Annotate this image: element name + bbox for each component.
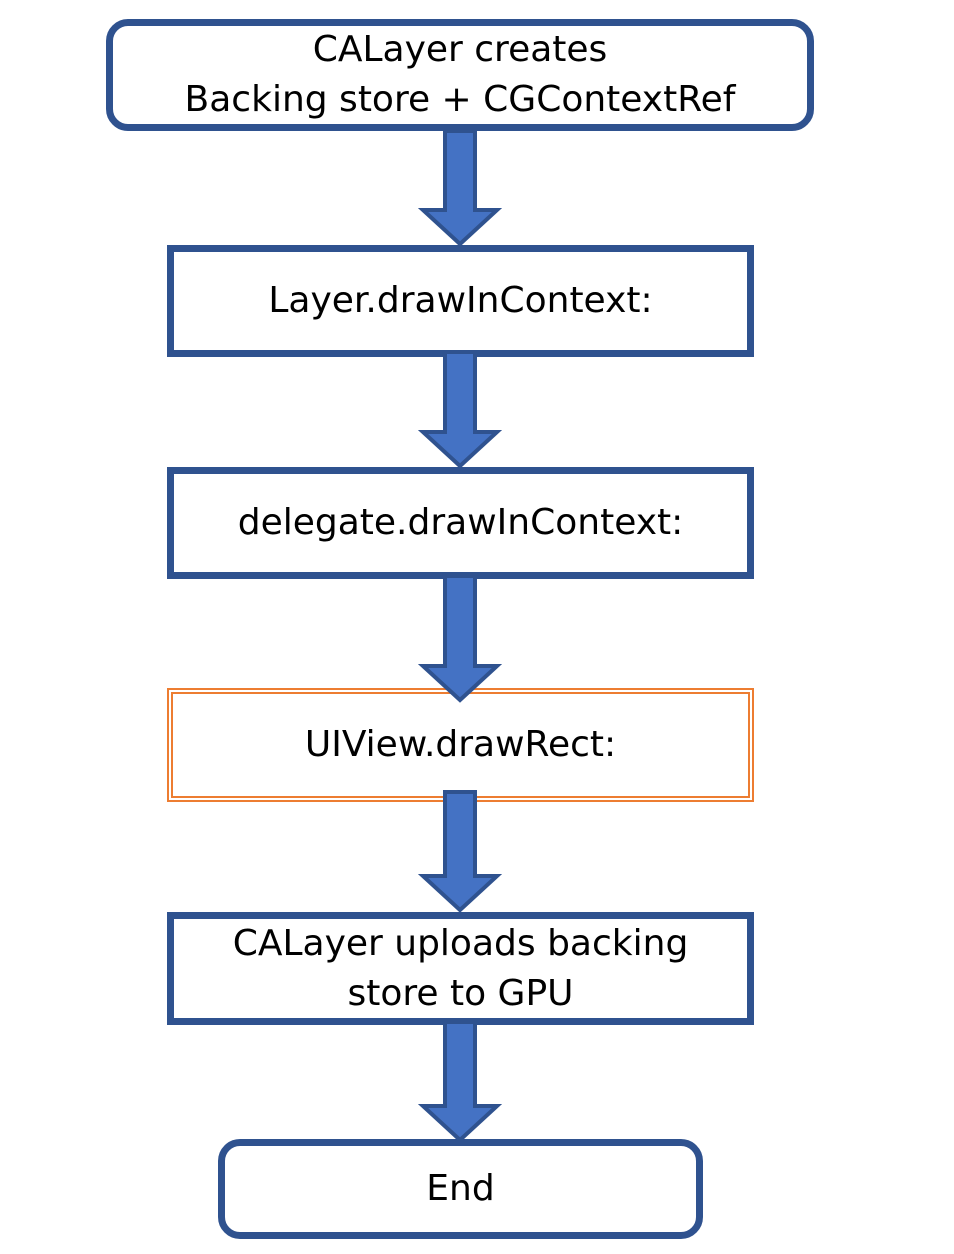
node-calayer-uploads-line-1: CALayer uploads backing — [232, 922, 689, 964]
node-end-label: End — [426, 1168, 495, 1209]
node-calayer-creates: CALayer creates Backing store + CGContex… — [106, 19, 814, 131]
node-calayer-creates-line-2: Backing store + CGContextRef — [184, 79, 736, 120]
node-calayer-creates-line-1: CALayer creates — [312, 29, 608, 70]
node-uiview-draw-rect-label: UIView.drawRect: — [304, 724, 617, 765]
arrow-uiview-drawrect-to-calayer-uploads — [417, 790, 503, 913]
node-delegate-draw-in-context-label: delegate.drawInContext: — [237, 502, 684, 543]
node-layer-draw-in-context-label: Layer.drawInContext: — [268, 280, 653, 321]
node-end: End — [218, 1139, 703, 1239]
node-calayer-uploads: CALayer uploads backing store to GPU — [167, 912, 754, 1025]
arrow-calayer-creates-to-layer-draw — [417, 129, 503, 247]
arrow-delegate-draw-to-uiview-drawrect — [417, 574, 503, 703]
node-calayer-uploads-line-2: store to GPU — [347, 972, 574, 1014]
arrow-layer-draw-to-delegate-draw — [417, 350, 503, 469]
arrow-calayer-uploads-to-end — [417, 1020, 503, 1143]
node-layer-draw-in-context: Layer.drawInContext: — [167, 245, 754, 357]
